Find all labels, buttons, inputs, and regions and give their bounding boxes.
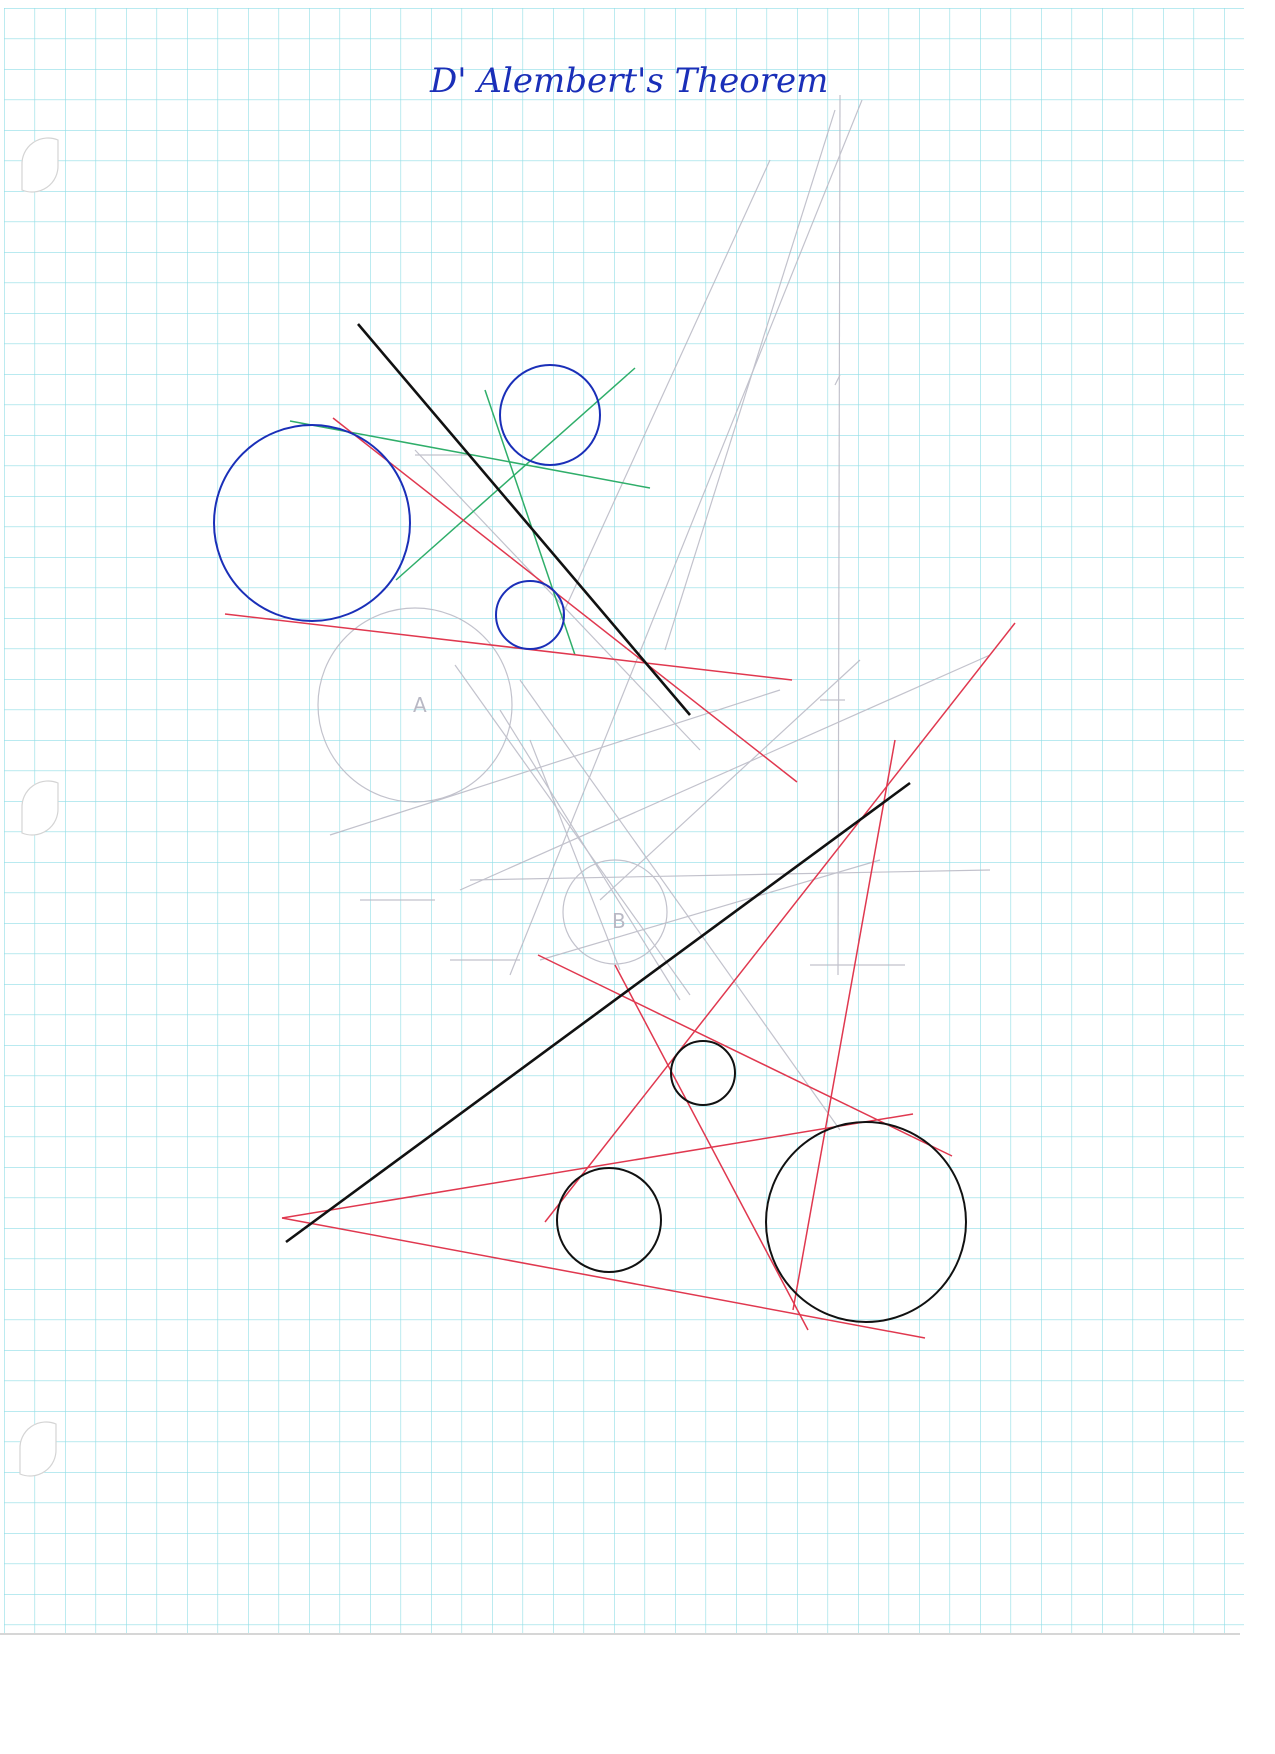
pencil-line — [454, 664, 691, 996]
pencil-line — [664, 109, 836, 651]
binder-hole-bottom — [19, 1421, 57, 1477]
pencil-line — [559, 159, 771, 621]
upper-red-tangents — [224, 417, 798, 783]
pencil-line — [837, 94, 841, 976]
circle-b-label: B — [612, 909, 626, 933]
page-title: D' Alembert's Theorem — [429, 61, 828, 101]
pencil-line — [519, 679, 841, 1131]
pencil-line — [459, 654, 991, 891]
upper-large-circle — [213, 424, 411, 622]
pencil-line — [469, 869, 991, 881]
graph-grid — [4, 8, 1244, 1633]
circle-a-label: A — [413, 693, 427, 717]
upper-black-collinearity-line — [357, 323, 691, 716]
pencil-circle-a — [317, 607, 513, 803]
pencil-line — [414, 449, 701, 751]
upper-small-circle — [495, 580, 565, 650]
pencil-line — [529, 739, 621, 971]
pencil-circle-b — [562, 859, 668, 965]
binder-hole-middle — [21, 780, 59, 836]
pencil-construction — [317, 94, 991, 1131]
lower-small-circle — [670, 1040, 736, 1106]
pencil-line — [599, 659, 861, 901]
lower-black-circles — [556, 1040, 967, 1323]
pencil-line — [509, 99, 863, 976]
pencil-line — [834, 374, 841, 386]
binder-hole-top — [21, 137, 59, 193]
pencil-line — [329, 689, 781, 836]
upper-blue-circles — [213, 364, 601, 650]
lower-large-circle — [765, 1121, 967, 1323]
pencil-line — [539, 859, 881, 961]
lower-medium-circle — [556, 1167, 662, 1273]
upper-medium-circle — [499, 364, 601, 466]
lower-black-collinearity-line — [285, 781, 911, 1244]
